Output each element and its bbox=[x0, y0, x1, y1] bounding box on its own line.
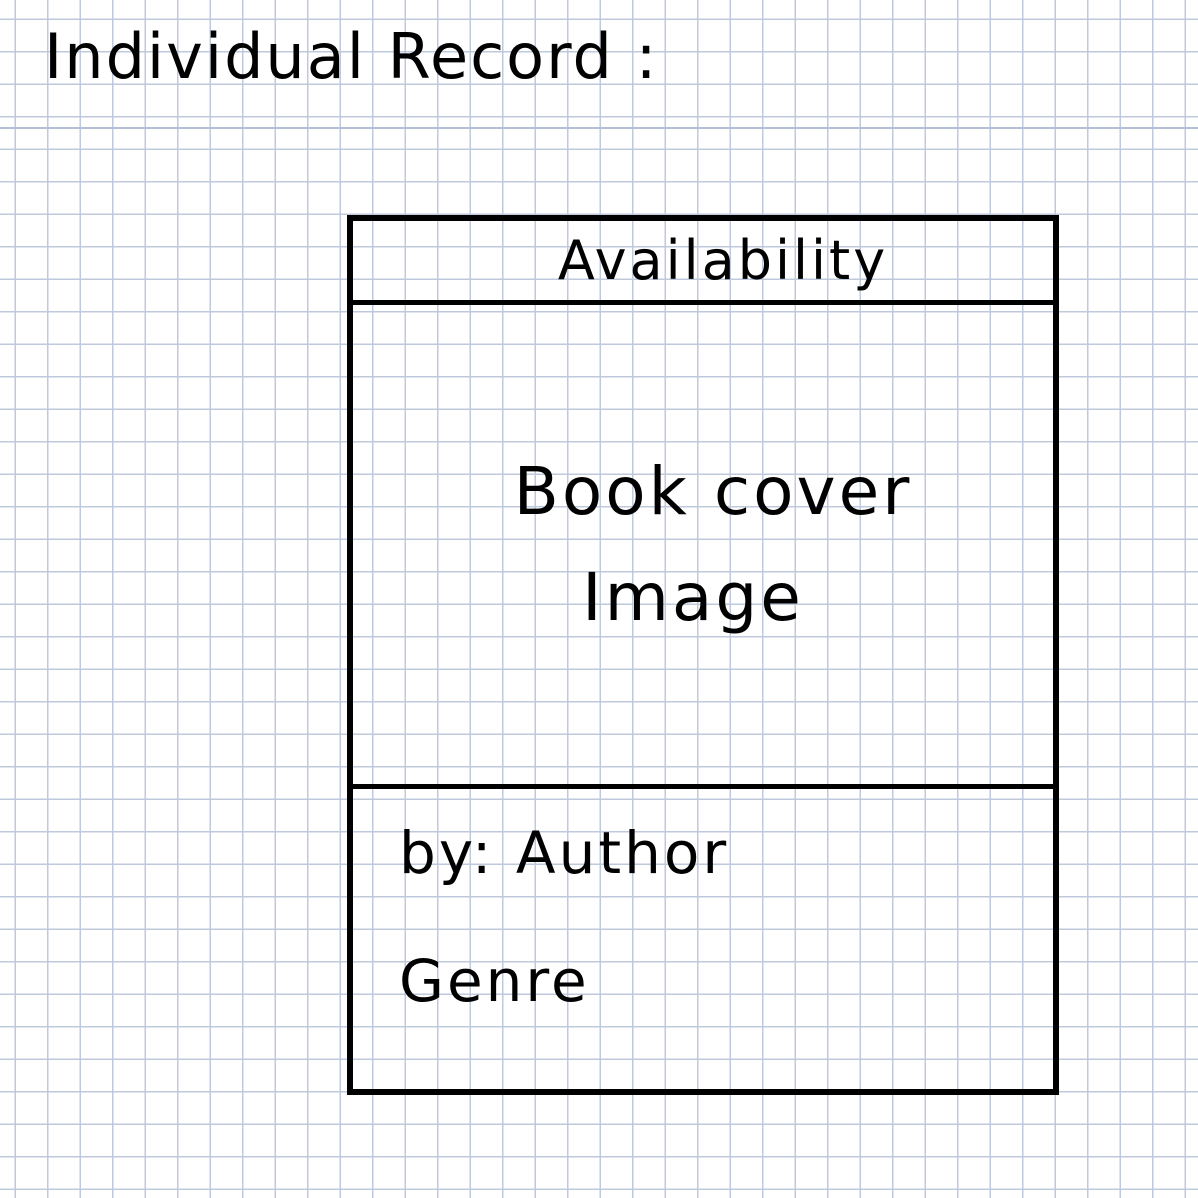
book-cover-image-placeholder[interactable]: Book cover Image bbox=[353, 305, 1053, 789]
author-prefix: by: bbox=[399, 819, 495, 887]
availability-bar: Availability bbox=[353, 221, 1053, 305]
record-card[interactable]: Availability Book cover Image by: Author… bbox=[347, 215, 1059, 1095]
author-line: by: Author bbox=[399, 819, 729, 887]
availability-label: Availability bbox=[557, 229, 889, 292]
book-details: by: Author Genre bbox=[353, 789, 1053, 1089]
genre-label[interactable]: Genre bbox=[399, 947, 590, 1015]
cover-label-line-2: Image bbox=[582, 558, 804, 636]
page-margin-rule bbox=[0, 127, 1198, 129]
author-name[interactable]: Author bbox=[515, 819, 730, 887]
cover-label-line-1: Book cover bbox=[513, 452, 913, 530]
page-heading: Individual Record : bbox=[44, 20, 659, 93]
